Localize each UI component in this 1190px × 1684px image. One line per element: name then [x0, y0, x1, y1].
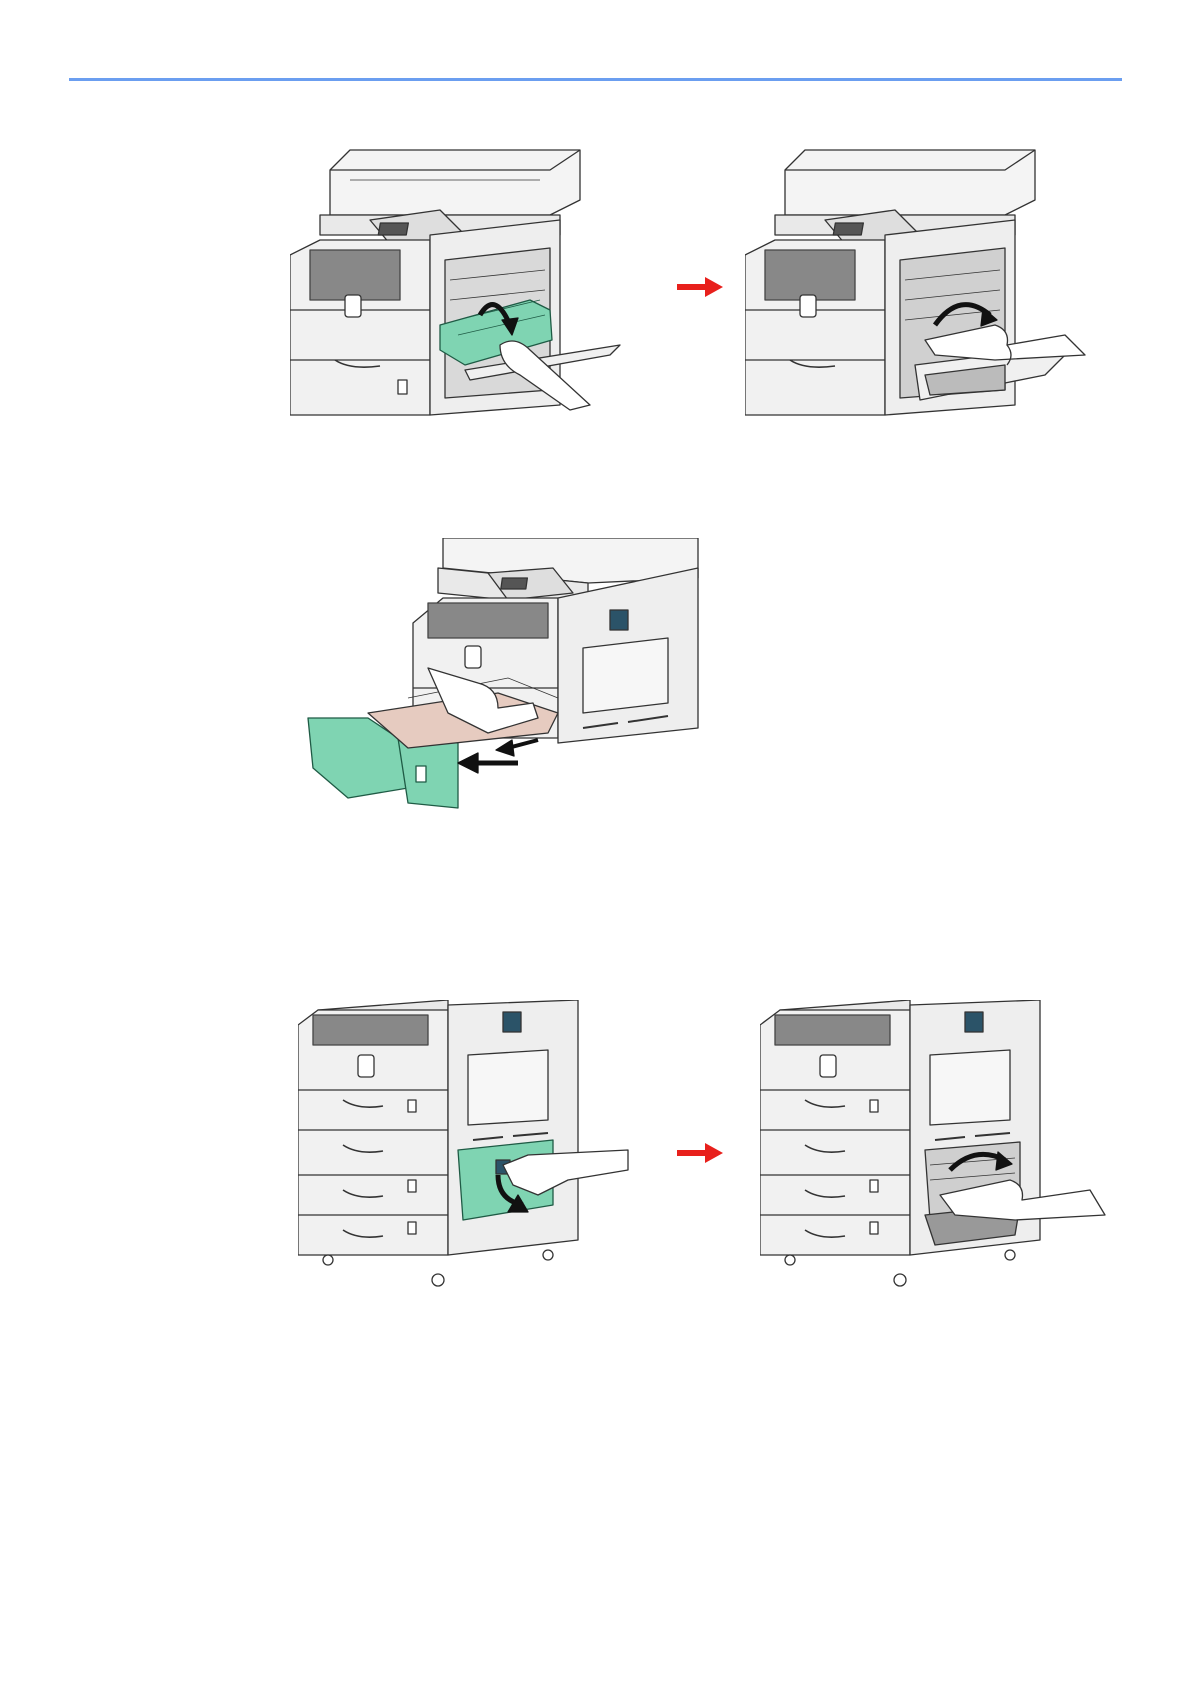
right-arrow-icon	[677, 276, 723, 298]
pull-out-cassette-illustration	[298, 538, 708, 818]
clear-jam-inside-right-cover-illustration	[745, 140, 1115, 440]
header-rule	[69, 78, 1122, 81]
clear-jam-feeder-illustration	[760, 1000, 1130, 1290]
remove-developer-unit-illustration	[290, 140, 650, 440]
open-feeder-lower-cover-illustration	[298, 1000, 648, 1290]
right-arrow-icon	[677, 1142, 723, 1164]
